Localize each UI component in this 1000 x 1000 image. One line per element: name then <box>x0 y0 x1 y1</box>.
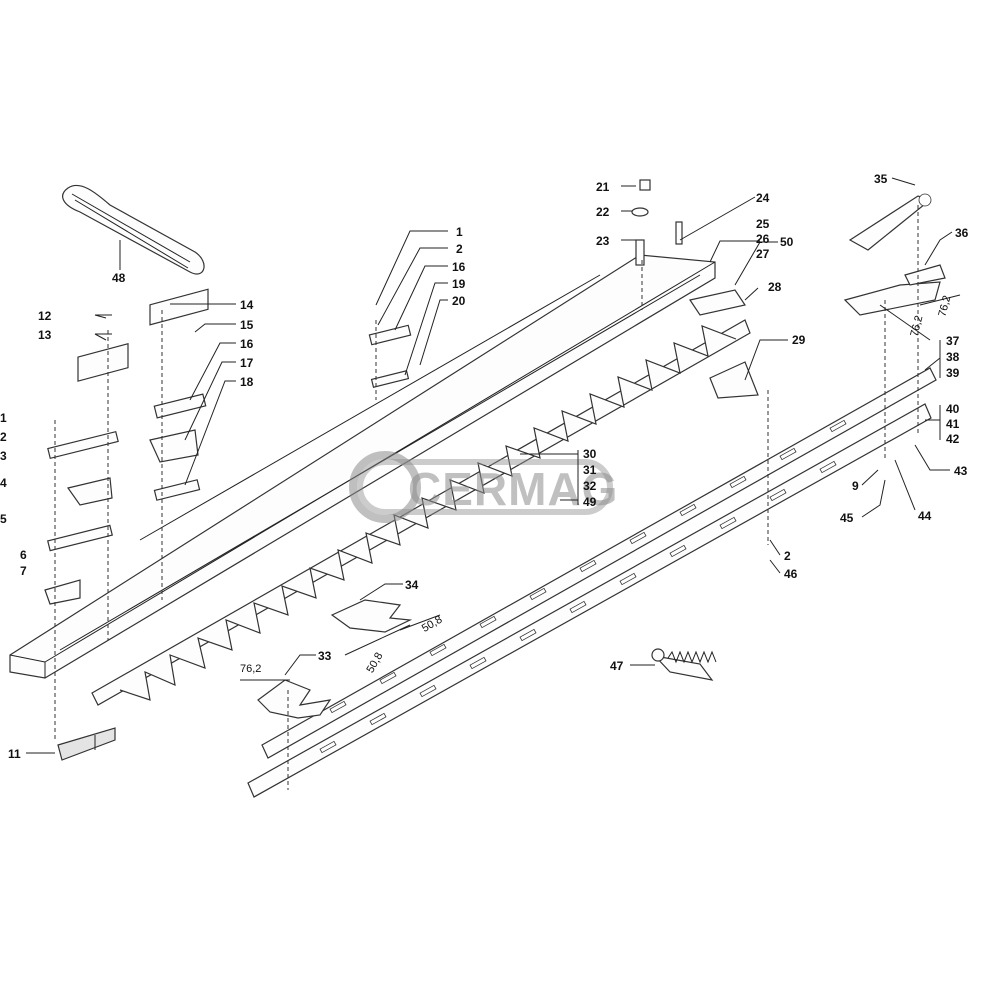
label-15: 15 <box>240 318 254 332</box>
label-28: 28 <box>768 280 782 294</box>
label-20: 20 <box>452 294 466 308</box>
label-left-7: 7 <box>20 564 27 578</box>
label-12: 12 <box>38 309 52 323</box>
slotted-bars <box>247 367 937 798</box>
belt-part <box>62 184 205 275</box>
label-18: 18 <box>240 375 254 389</box>
label-16b: 16 <box>240 337 254 351</box>
label-16: 16 <box>452 260 466 274</box>
knife-sections <box>257 599 413 719</box>
label-27: 27 <box>756 247 770 261</box>
label-14: 14 <box>240 298 254 312</box>
label-37: 37 <box>946 334 960 348</box>
label-41: 41 <box>946 417 960 431</box>
label-29: 29 <box>792 333 806 347</box>
label-42: 42 <box>946 432 960 446</box>
label-35: 35 <box>874 172 888 186</box>
label-34: 34 <box>405 578 419 592</box>
label-31: 31 <box>583 463 597 477</box>
callout-labels: 1 2 16 19 20 12 13 14 15 16 17 18 48 21 … <box>0 172 969 761</box>
dim-50-8-a: 50,8 <box>364 651 385 676</box>
label-21: 21 <box>596 180 610 194</box>
label-13: 13 <box>38 328 52 342</box>
label-43: 43 <box>954 464 968 478</box>
spring-part <box>651 648 717 664</box>
label-48: 48 <box>112 271 126 285</box>
label-26: 26 <box>756 232 770 246</box>
watermark-text: CERMAG <box>408 463 618 515</box>
label-36: 36 <box>955 226 969 240</box>
label-2b: 2 <box>784 549 791 563</box>
dim-76-2-b: 76,2 <box>908 314 925 338</box>
label-38: 38 <box>946 350 960 364</box>
dimension-lines <box>240 294 961 681</box>
label-25: 25 <box>756 217 770 231</box>
watermark-logo: CERMAG <box>349 451 618 523</box>
label-44: 44 <box>918 509 932 523</box>
label-24: 24 <box>756 191 770 205</box>
label-left-1: 1 <box>0 411 7 425</box>
dim-50-8-b: 50,8 <box>420 614 445 635</box>
dim-76-2-c: 76,2 <box>936 294 953 318</box>
label-33: 33 <box>318 649 332 663</box>
label-23: 23 <box>596 234 610 248</box>
label-left-4: 4 <box>0 476 7 490</box>
callout-leaders <box>26 177 953 754</box>
label-47: 47 <box>610 659 624 673</box>
label-19: 19 <box>452 277 466 291</box>
label-30: 30 <box>583 447 597 461</box>
label-32: 32 <box>583 479 597 493</box>
label-50: 50 <box>780 235 794 249</box>
label-9: 9 <box>852 479 859 493</box>
label-22: 22 <box>596 205 610 219</box>
label-1: 1 <box>456 225 463 239</box>
label-left-3: 3 <box>0 449 7 463</box>
knife-bar-with-sections <box>91 319 751 706</box>
label-40: 40 <box>946 402 960 416</box>
label-2: 2 <box>456 242 463 256</box>
label-46: 46 <box>784 567 798 581</box>
right-parts <box>631 179 946 681</box>
label-45: 45 <box>840 511 854 525</box>
label-left-5: 5 <box>0 512 7 526</box>
label-11: 11 <box>8 747 21 761</box>
label-17: 17 <box>240 356 254 370</box>
label-left-2: 2 <box>0 430 7 444</box>
assembly-lines <box>54 205 919 790</box>
label-49: 49 <box>583 495 597 509</box>
label-39: 39 <box>946 366 960 380</box>
dim-76-2-a: 76,2 <box>240 663 261 675</box>
label-left-6: 6 <box>20 548 27 562</box>
